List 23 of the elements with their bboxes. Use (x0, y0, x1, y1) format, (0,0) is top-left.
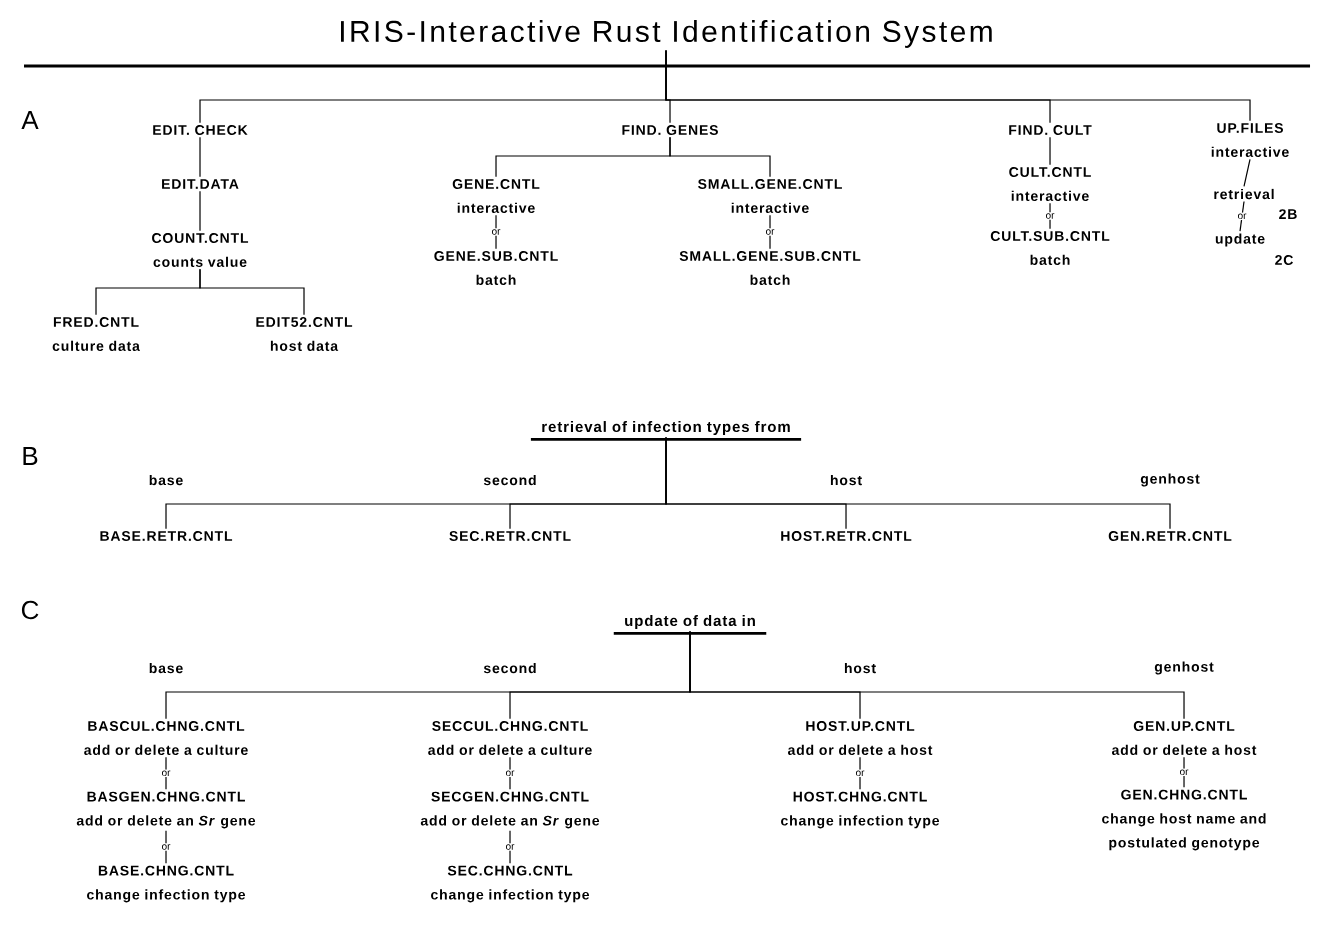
connector-line (199, 136, 201, 178)
connector-line (165, 756, 167, 790)
connector-line (495, 214, 497, 250)
connector-line (1243, 158, 1251, 188)
connector-line (665, 49, 1251, 122)
connector-line (509, 756, 511, 790)
connector-line (769, 214, 771, 250)
connector-line (199, 190, 201, 232)
connector-line (689, 630, 1185, 720)
connector-line (859, 756, 861, 790)
connector-line (1049, 202, 1051, 230)
connector-line (1183, 756, 1185, 788)
connector-line (1049, 136, 1051, 166)
connector-line (665, 436, 1171, 530)
panel-letter: C (21, 600, 39, 620)
title-text: IRIS-Interactive Rust Identification System (341, 20, 992, 48)
connector-line (199, 268, 305, 316)
connector-line (509, 830, 511, 864)
connector-line (1239, 200, 1245, 232)
connector-line (669, 136, 771, 178)
panel-letter: A (21, 111, 39, 129)
panel-letter: B (23, 447, 38, 465)
connector-line (165, 830, 167, 864)
